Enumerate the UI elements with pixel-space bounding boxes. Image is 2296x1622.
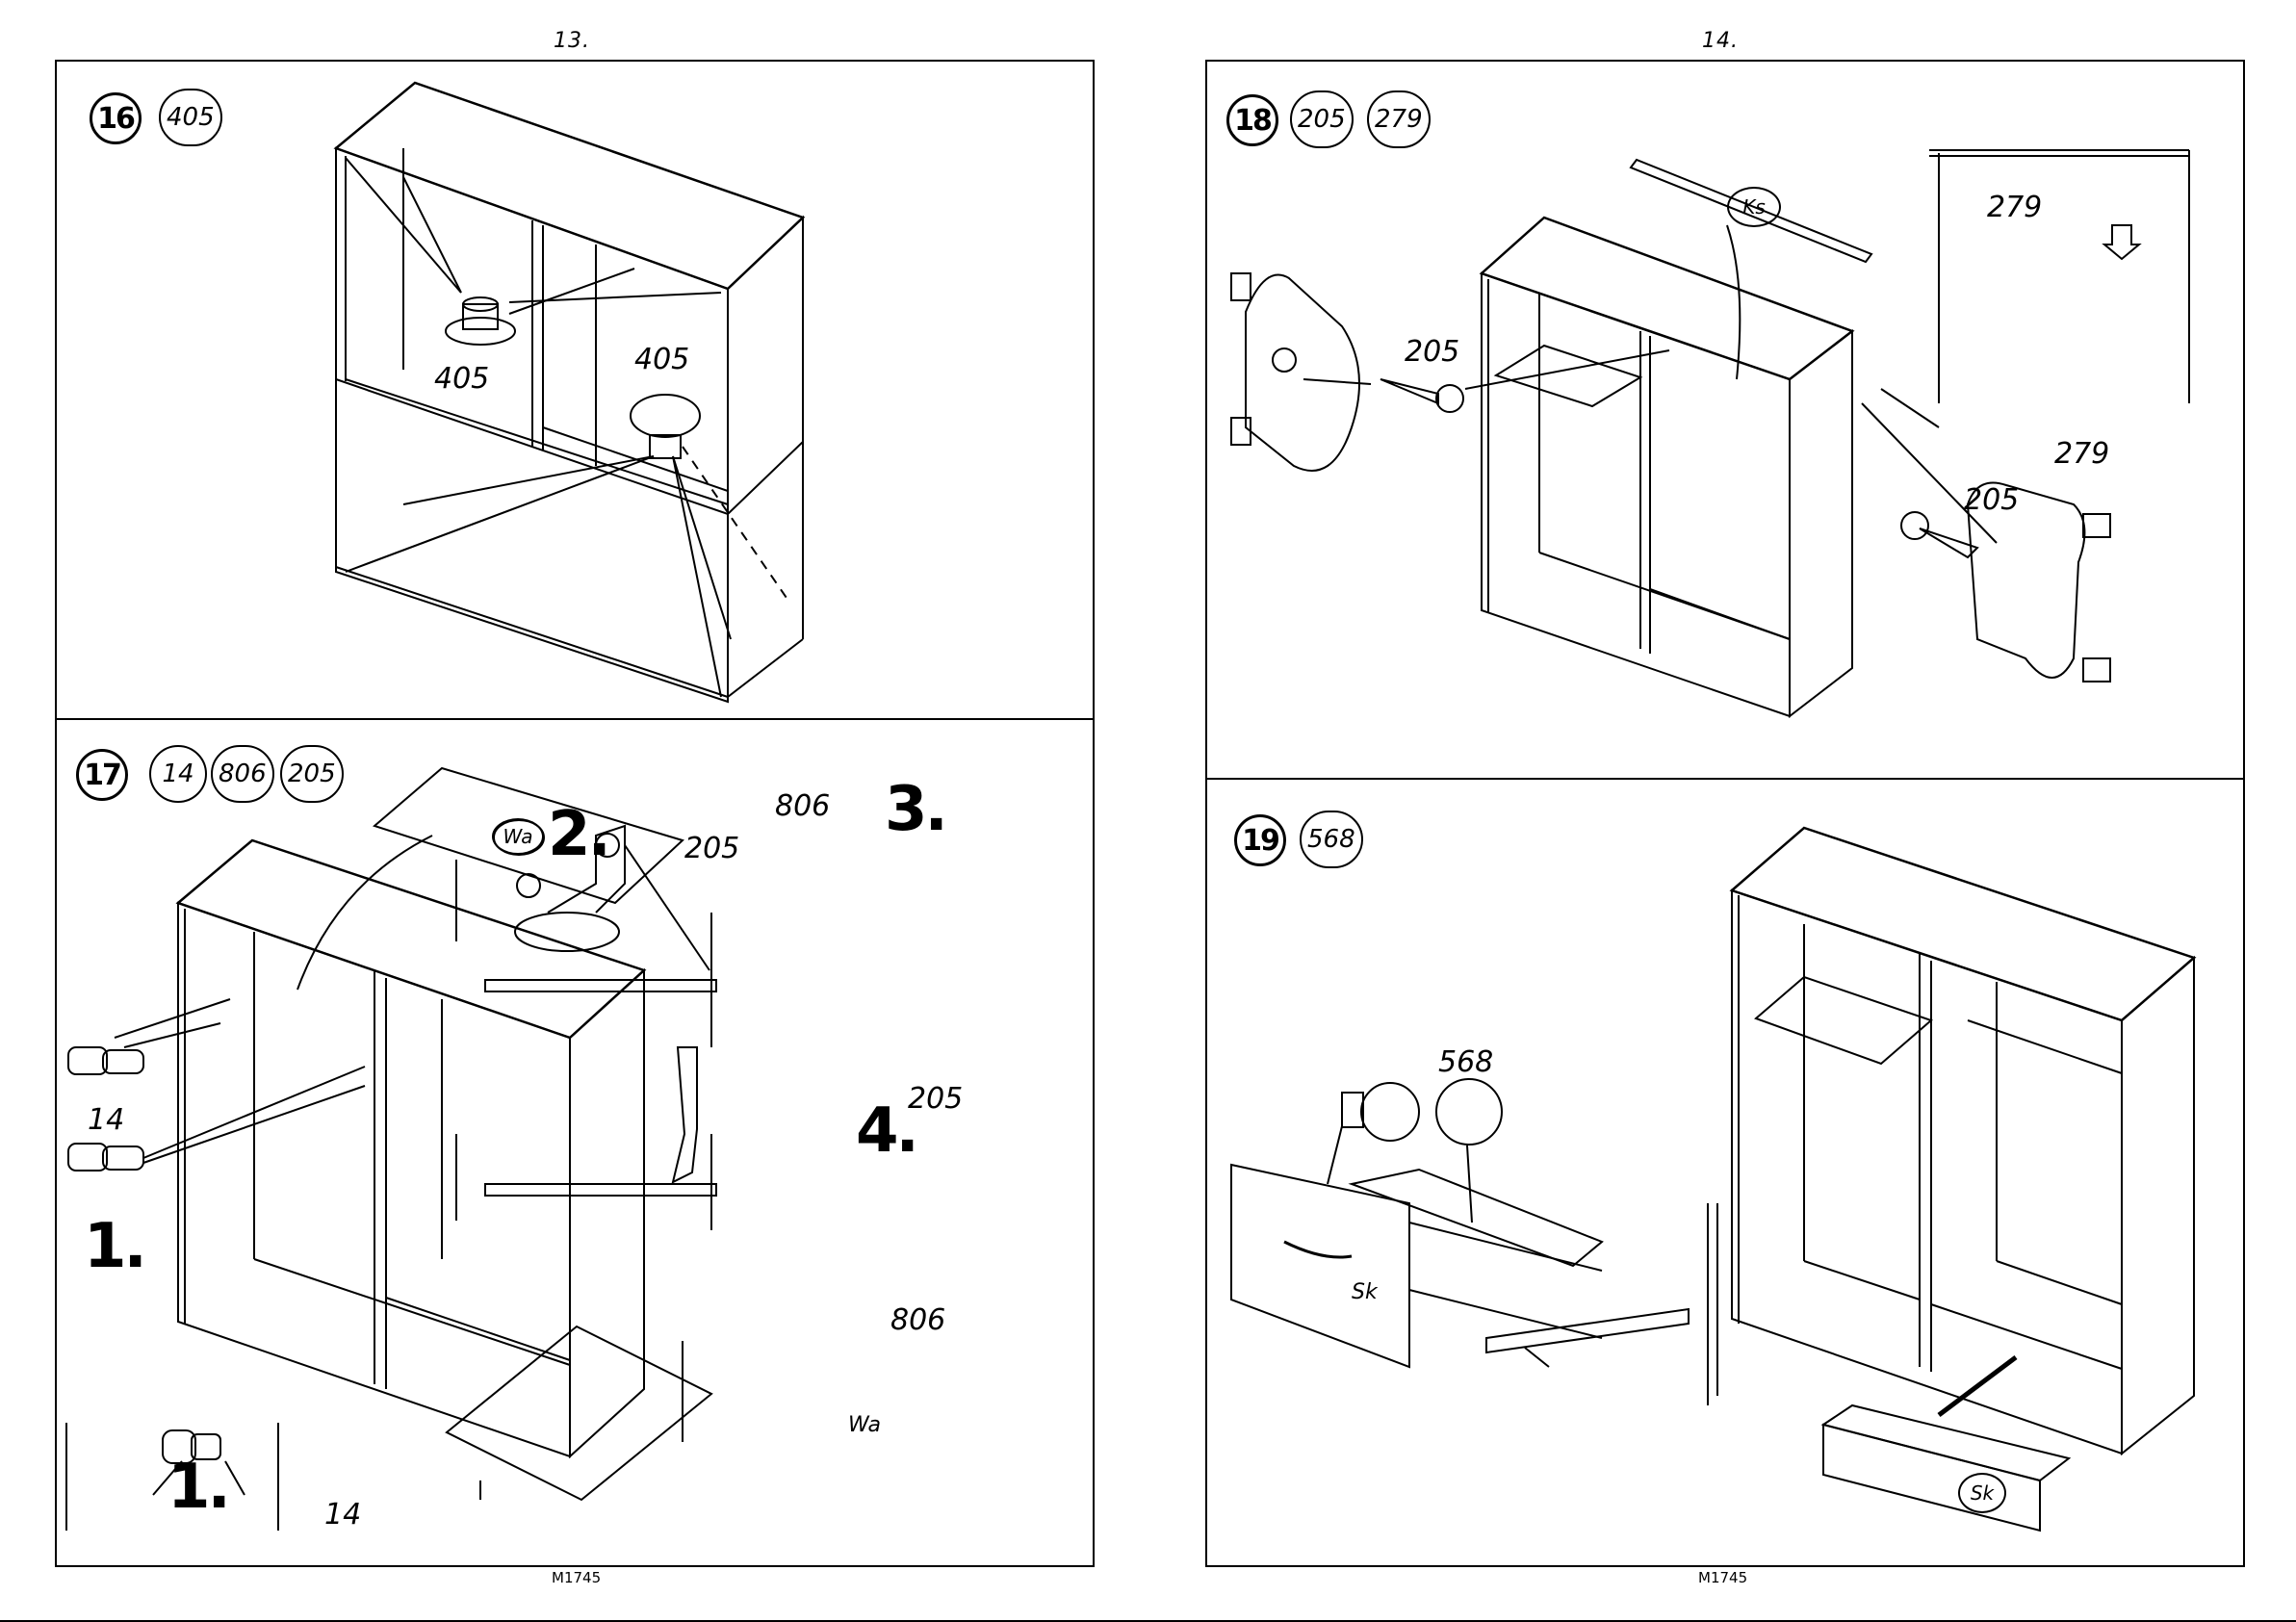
wardrobe-rail-illustration	[1207, 62, 2247, 782]
step-18-panel: 18 205 279 Ks 205 205 279 279	[1205, 60, 2245, 780]
step-16-panel: 16 405 405 405	[55, 60, 1095, 720]
dowel-label: 14	[88, 1103, 124, 1137]
rail-code: Ks	[1727, 187, 1781, 227]
instruction-step-2: 2.	[548, 799, 608, 870]
detail-holder-label: 279	[1987, 191, 2042, 224]
step-17-part-205: 205	[280, 745, 344, 803]
drawer-front-code: Sk	[1352, 1280, 1378, 1304]
page-number-left: 13.	[554, 29, 590, 53]
bottom-board-code: Wa	[848, 1413, 881, 1437]
bracket-label-bottom: 806	[890, 1303, 945, 1337]
step-18-part-205: 205	[1290, 90, 1354, 148]
top-panel-code: Wa	[492, 818, 544, 855]
step-19-part-568: 568	[1300, 811, 1363, 868]
step-17-number: 17	[76, 749, 128, 801]
step-17-part-14: 14	[149, 745, 207, 803]
step-18-part-279: 279	[1367, 90, 1431, 148]
step-19-panel: 19 568 568 Sk Sk	[1205, 778, 2245, 1567]
screw-label: 205	[684, 832, 739, 865]
instruction-step-3: 3.	[885, 774, 945, 845]
drawer-front-code-2: Sk	[1958, 1473, 2006, 1513]
doc-code-left: M1745	[552, 1569, 601, 1586]
bracket-label: 806	[775, 789, 830, 823]
step-17-panel: 17 14 806 205 Wa 2. 3. 4. 1. 1. 14 14 80…	[55, 718, 1095, 1567]
cap-label-left: 405	[434, 362, 489, 396]
wardrobe-cap-illustration	[57, 62, 1096, 722]
screw-label-right: 205	[1964, 483, 2019, 517]
dowel-label-bottom: 14	[324, 1498, 361, 1532]
step-19-number: 19	[1234, 814, 1286, 866]
step-17-part-806: 806	[211, 745, 274, 803]
step-16-part-405: 405	[159, 89, 222, 146]
step-18-number: 18	[1226, 94, 1278, 146]
cam-label: 568	[1438, 1045, 1493, 1079]
page-number-right: 14.	[1702, 29, 1739, 53]
instruction-step-1-bottom: 1.	[168, 1452, 228, 1523]
holder-label: 279	[2054, 437, 2109, 471]
screw-label-step4: 205	[908, 1082, 963, 1116]
doc-code-right: M1745	[1698, 1569, 1747, 1586]
step-16-number: 16	[90, 92, 142, 144]
screw-label-left: 205	[1405, 335, 1459, 369]
instruction-step-1: 1.	[84, 1211, 144, 1282]
cap-label-right: 405	[634, 343, 689, 376]
wardrobe-drawer-illustration	[1207, 780, 2247, 1569]
